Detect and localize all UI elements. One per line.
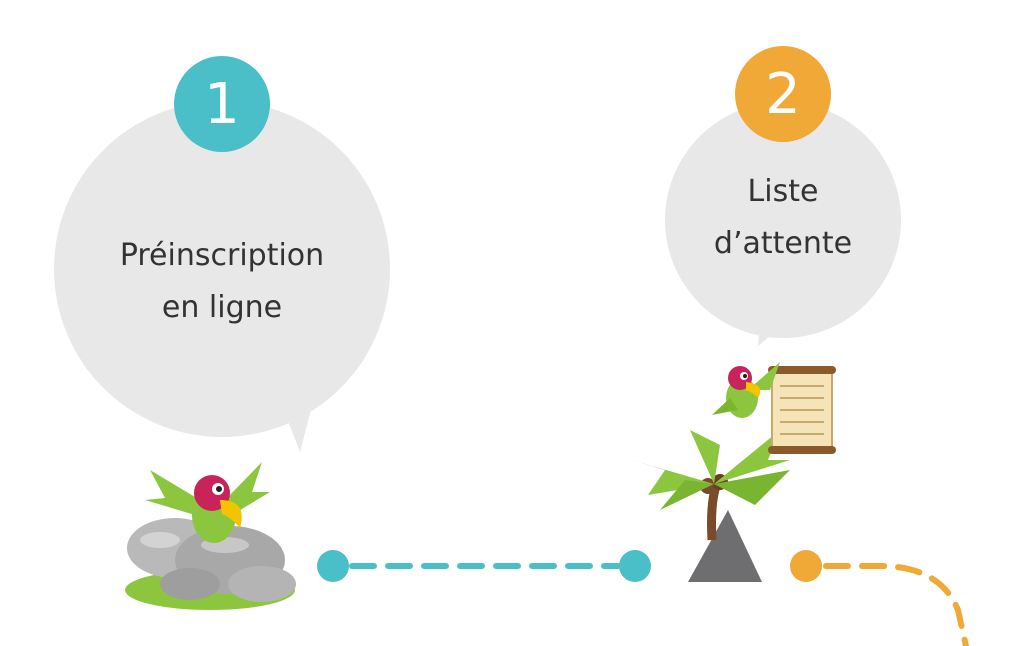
step-1-number: 1 bbox=[174, 70, 270, 140]
palm-tree-island-icon bbox=[632, 430, 790, 582]
step-1-label: Préinscription en ligne bbox=[72, 230, 372, 334]
step-2-label: Liste d’attente bbox=[683, 166, 883, 270]
teal-path-connector bbox=[317, 550, 651, 582]
orange-path-connector bbox=[790, 550, 966, 646]
step-2-label-line-2: d’attente bbox=[683, 218, 883, 270]
step-1-label-line-2: en ligne bbox=[72, 282, 372, 334]
step-1-label-line-1: Préinscription bbox=[72, 230, 372, 282]
parrot-holding-scroll-icon bbox=[712, 362, 836, 454]
step-2-label-line-1: Liste bbox=[683, 166, 883, 218]
step-2-number: 2 bbox=[735, 60, 831, 130]
